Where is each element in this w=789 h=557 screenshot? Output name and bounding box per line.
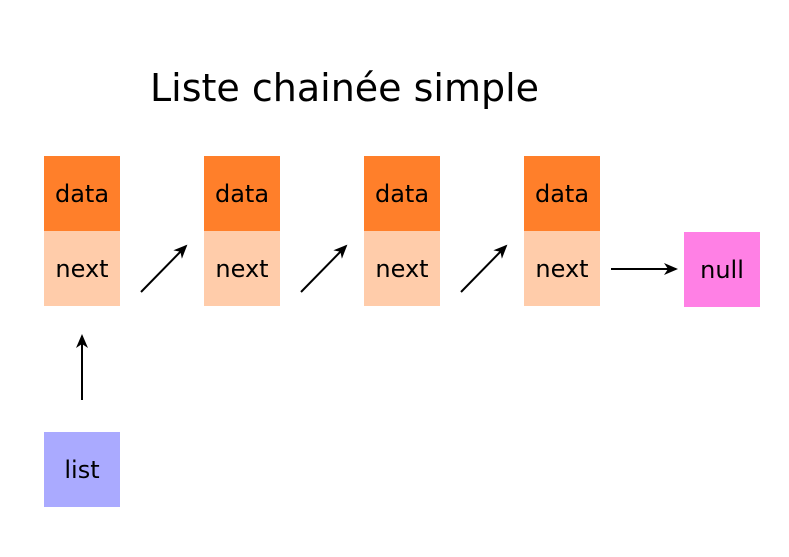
node-2-next-cell: next — [204, 231, 280, 306]
null-terminator: null — [684, 232, 760, 307]
arrow-node3-to-node4 — [460, 244, 508, 293]
node-4-next-cell: next — [524, 231, 600, 306]
arrow-node2-to-node3 — [300, 244, 348, 293]
node-3-data-cell: data — [364, 156, 440, 231]
node-4-data-cell: data — [524, 156, 600, 231]
node-1-data-cell: data — [44, 156, 120, 231]
node-3-next-cell: next — [364, 231, 440, 306]
diagram-title: Liste chainée simple — [150, 66, 540, 110]
node-2-data-cell: data — [204, 156, 280, 231]
arrow-node1-to-node2 — [140, 244, 188, 293]
list-head-pointer: list — [44, 432, 120, 507]
node-1-next-cell: next — [44, 231, 120, 306]
